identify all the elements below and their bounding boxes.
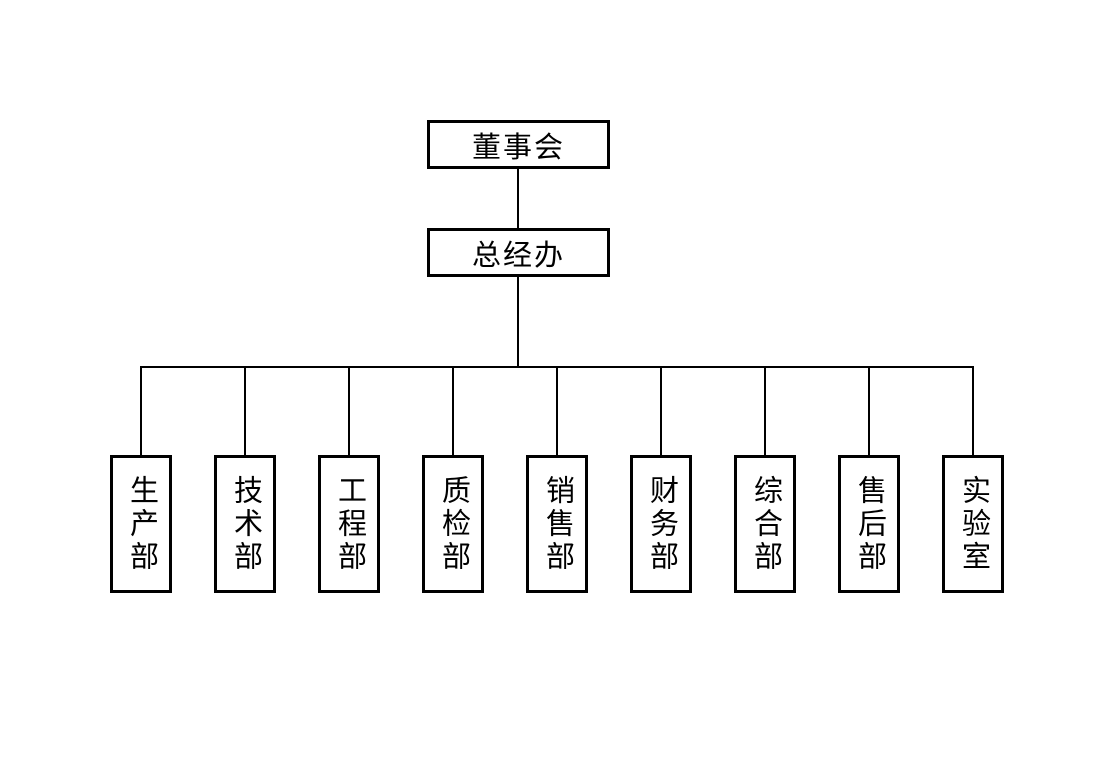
dept-box-finance: 财务部 [630,455,692,593]
dept-box-general-affairs: 综合部 [734,455,796,593]
dept-label-general-affairs: 综合部 [749,474,782,574]
connector-drop-sales [556,366,558,455]
connector-drop-quality [452,366,454,455]
dept-label-engineering: 工程部 [333,474,366,574]
connector-drop-production [140,366,142,455]
org-box-board: 董事会 [427,120,610,169]
dept-label-finance: 财务部 [645,474,678,574]
dept-label-technology: 技术部 [229,474,262,574]
dept-box-technology: 技术部 [214,455,276,593]
dept-box-quality: 质检部 [422,455,484,593]
connector-drop-engineering [348,366,350,455]
dept-box-engineering: 工程部 [318,455,380,593]
connector-drop-after-sales [868,366,870,455]
connector-gm-to-bus [517,277,519,367]
dept-label-quality: 质检部 [437,474,470,574]
connector-drop-technology [244,366,246,455]
dept-box-production: 生产部 [110,455,172,593]
dept-box-sales: 销售部 [526,455,588,593]
connector-drop-finance [660,366,662,455]
org-box-gm-office: 总经办 [427,228,610,277]
gm-office-label: 总经办 [471,239,565,272]
dept-label-sales: 销售部 [541,474,574,574]
connector-board-to-gm [517,169,519,228]
dept-box-after-sales: 售后部 [838,455,900,593]
dept-label-production: 生产部 [125,474,158,574]
dept-label-after-sales: 售后部 [853,474,886,574]
connector-drop-general-affairs [764,366,766,455]
dept-label-laboratory: 实验室 [957,474,990,574]
connector-drop-laboratory [972,366,974,455]
board-label: 董事会 [471,131,565,164]
dept-box-laboratory: 实验室 [942,455,1004,593]
